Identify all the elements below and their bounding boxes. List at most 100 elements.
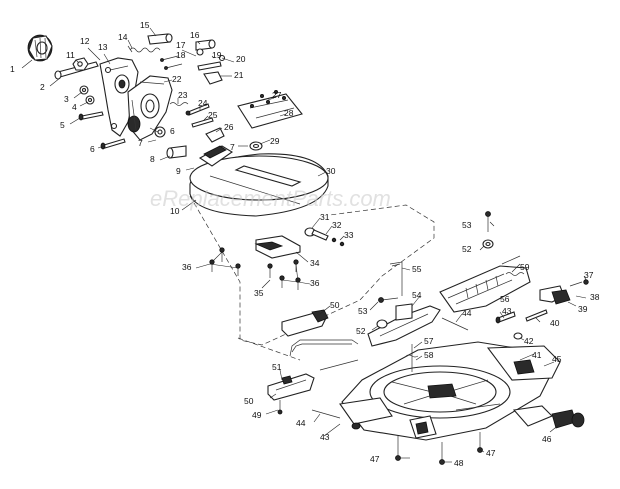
callout-3: 3 [64, 94, 69, 104]
callout-7-left: 7 [138, 138, 143, 148]
callout-33: 33 [344, 230, 354, 240]
pin-40 [525, 309, 548, 322]
callout-5: 5 [60, 120, 65, 130]
callout-50-lower: 50 [244, 396, 254, 406]
base-41 [341, 341, 561, 441]
fence-right-56 [439, 255, 531, 313]
arm-casting-22 [127, 75, 173, 141]
callout-44-right: 44 [462, 308, 472, 318]
callout-54: 54 [412, 290, 422, 300]
callout-53-lower: 53 [358, 306, 368, 316]
callout-4: 4 [72, 102, 77, 112]
pivot-knob-1 [27, 34, 53, 62]
callout-59: 59 [520, 262, 530, 272]
callout-30: 30 [326, 166, 336, 176]
nut-11 [72, 57, 89, 71]
callout-52-lower: 52 [356, 326, 366, 336]
spring-14 [127, 45, 161, 53]
callout-48: 48 [454, 458, 464, 468]
callout-26: 26 [224, 122, 234, 132]
pin-57-58 [405, 344, 419, 372]
watermark-text: eReplacementParts.com [150, 186, 391, 211]
callout-6-lower: 6 [90, 144, 95, 154]
bolt-43-right [495, 311, 516, 324]
callout-53-top: 53 [462, 220, 472, 230]
callout-43-right: 43 [502, 306, 512, 316]
callout-56: 56 [500, 294, 510, 304]
fence-left-54 [367, 303, 441, 347]
callout-25: 25 [208, 110, 218, 120]
callout-34: 34 [310, 258, 320, 268]
small-screws-18 [160, 55, 183, 70]
clamp-50-top [281, 309, 329, 337]
callout-41: 41 [532, 350, 542, 360]
callout-27: 27 [272, 90, 282, 100]
pin-44 [441, 317, 469, 331]
callout-40: 40 [550, 318, 560, 328]
callout-42: 42 [524, 336, 534, 346]
screw-5 [78, 111, 104, 121]
callout-22: 22 [172, 74, 182, 84]
front-extension-43 [311, 397, 393, 430]
callout-37: 37 [584, 270, 594, 280]
pin-15 [147, 33, 173, 45]
spring-23 [169, 102, 189, 106]
callout-28: 28 [284, 108, 294, 118]
callout-24: 24 [198, 98, 208, 108]
support-rod [289, 339, 359, 371]
washer-29 [249, 141, 263, 151]
washer-52-top [482, 239, 494, 249]
latch-21 [203, 71, 223, 85]
knob-38-39 [539, 279, 589, 305]
callout-29: 29 [270, 136, 280, 146]
callout-52-top: 52 [462, 244, 472, 254]
callout-32: 32 [332, 220, 342, 230]
callout-21: 21 [234, 70, 244, 80]
bracket-34 [254, 235, 301, 259]
throat-plate-28 [237, 90, 303, 129]
miter-handle-46 [512, 405, 585, 429]
callout-8: 8 [150, 154, 155, 164]
callout-45: 45 [552, 354, 562, 364]
callout-11: 11 [66, 50, 75, 60]
pin-16-17 [195, 39, 216, 56]
bolt-24-25 [185, 103, 214, 128]
hex-key-55 [389, 261, 403, 296]
pin-19-20 [197, 54, 226, 71]
clip-26 [205, 127, 225, 143]
callout-2: 2 [40, 82, 45, 92]
bushing-8 [166, 145, 187, 159]
spring-59 [505, 272, 525, 276]
callout-36-right: 36 [310, 278, 320, 288]
callout-51: 51 [272, 362, 282, 372]
callout-19: 19 [212, 50, 222, 60]
callout-44-left: 44 [296, 418, 306, 428]
callout-49: 49 [252, 410, 262, 420]
callout-6-mid: 6 [170, 126, 175, 136]
washer-42 [513, 332, 523, 340]
callout-58: 58 [424, 350, 434, 360]
screw-53-lower [378, 297, 399, 303]
callout-10: 10 [170, 206, 180, 216]
assembly-boundary-dashed-2 [237, 337, 301, 361]
callout-9: 9 [176, 166, 181, 176]
callout-31: 31 [320, 212, 330, 222]
callout-13: 13 [98, 42, 108, 52]
callout-50-top: 50 [330, 300, 340, 310]
clamp-51 [267, 373, 315, 401]
callout-15: 15 [140, 20, 150, 30]
washer-52-lower [376, 319, 388, 329]
screw-53-top [485, 211, 491, 232]
callout-1: 1 [10, 64, 15, 74]
callout-20: 20 [236, 54, 246, 64]
callout-38: 38 [590, 292, 600, 302]
callout-39: 39 [578, 304, 588, 314]
callout-35: 35 [254, 288, 264, 298]
turntable-30 [189, 145, 329, 217]
callout-18: 18 [176, 50, 186, 60]
washers-3-4 [79, 85, 95, 105]
screw-49 [277, 400, 283, 415]
callout-labels: 1 2 3 4 5 6 6 7 7 8 9 10 11 12 13 14 15 … [10, 20, 600, 468]
